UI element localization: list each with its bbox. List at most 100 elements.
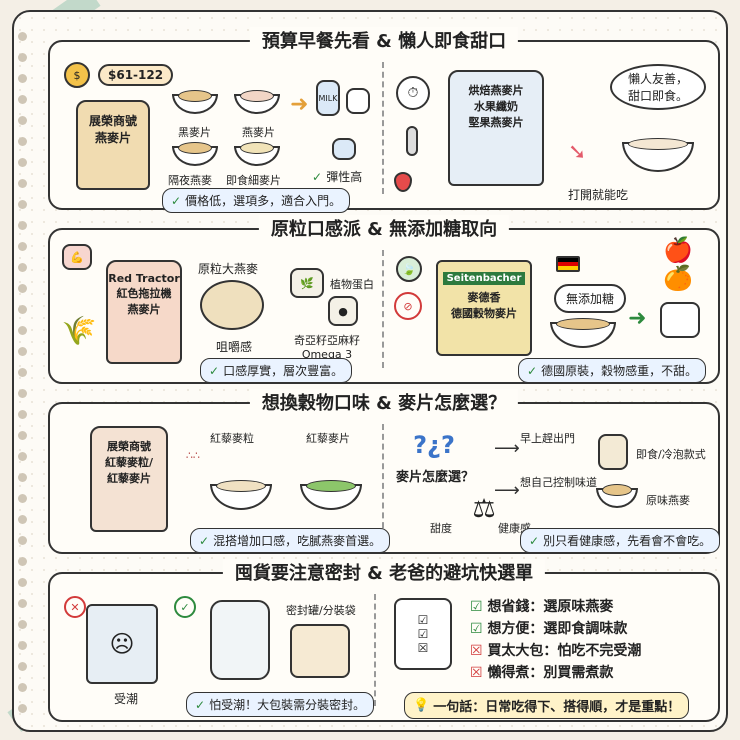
brand-name: Seitenbacher: [442, 272, 526, 285]
arrow-icon: ⟶: [494, 438, 520, 459]
binder-holes: [18, 32, 28, 725]
jar-label: 密封罐/分裝袋: [286, 604, 356, 617]
check-circle-icon: ✓: [174, 596, 196, 618]
open-caption: 打開就能吃: [568, 188, 629, 202]
item-label: 隔夜燕麥: [168, 174, 212, 187]
coin-icon: $: [64, 62, 90, 88]
clock-icon: ⏱: [396, 76, 430, 110]
quinoa-flake-label: 紅藜麥片: [306, 432, 350, 445]
speech-bubble: 懶人友善， 甜口即食。: [610, 64, 706, 110]
scale-left-label: 甜度: [430, 522, 452, 535]
seed-label: 奇亞籽亞麻籽 Omega 3: [294, 334, 360, 361]
seitenbacher-box: Seitenbacher 麥德香 德國穀物麥片: [436, 260, 532, 356]
no-sugar-bubble: 無添加糖: [554, 284, 627, 313]
yogurt-cup-icon: [660, 302, 700, 338]
summary-note: ✓怕受潮！大包裝需分裝密封。: [186, 692, 375, 717]
path-a-result: 即食/冷泡款式: [636, 448, 706, 461]
red-tractor-bag: Red Tractor 紅色拖拉機 燕麥片: [106, 260, 182, 364]
lightbulb-icon: 💡: [413, 698, 430, 713]
section-budget: 預算早餐先看 & 懶人即食甜口 $ $61-122 展榮商號 燕麥片 黑麥片 燕…: [48, 27, 720, 213]
bowl-icon-4: [234, 142, 280, 166]
summary-banner: 💡一句話：日常吃得下、搭得順，才是重點！: [404, 692, 690, 719]
summary-note: ✓價格低，選項多，適合入門。: [162, 188, 351, 213]
chewy-label: 咀嚼感: [216, 340, 253, 354]
scale-icon: ⚖: [472, 494, 496, 524]
cross-icon: ☒: [470, 665, 488, 681]
bowl-icon-3: [172, 142, 218, 166]
section-grain-choice: 想換穀物口味 & 麥片怎麼選？ 展榮商號 紅藜麥粒/ 紅藜麥片 紅藜麥粒 紅藜麥…: [48, 389, 721, 554]
fruit-icon: 🍎🍊: [663, 236, 693, 292]
damp-label: 受潮: [114, 692, 139, 706]
wheat-icon: 🌾: [61, 313, 97, 347]
spoon-icon: [406, 126, 418, 156]
checklist-row: ☑ 想省錢：選原味燕麥: [470, 599, 614, 615]
yogurt-cup-icon: [332, 138, 356, 160]
path-a-label: 早上趕出門: [520, 432, 575, 445]
summary-note: ✓口感厚實，層次豐富。: [200, 358, 353, 383]
clipboard-icon: ☑☑☒: [394, 598, 452, 670]
bowl-icon-2: [234, 90, 280, 114]
arrow-icon: ⟶: [494, 480, 520, 501]
quinoa-grain-label: 紅藜麥粒: [210, 432, 254, 445]
section-title: 想換穀物口味 & 麥片怎麼選？: [249, 389, 519, 415]
question-marks-icon: ?¿?: [413, 431, 455, 459]
check-icon: ☑: [470, 621, 488, 637]
checklist-row: ☑ 想方便：選即食調味款: [470, 621, 628, 637]
arrow-icon: ➘: [568, 140, 587, 165]
jar-icon: [598, 434, 628, 470]
milk-carton-icon: MILK: [316, 80, 340, 116]
cross-icon: ☒: [470, 643, 488, 659]
muesli-bowl-icon: [550, 318, 616, 348]
item-label: 黑麥片: [178, 126, 211, 139]
section-title: 預算早餐先看 & 懶人即食甜口: [249, 27, 519, 53]
check-icon: ✓: [312, 170, 327, 184]
sealed-jar-icon: [210, 600, 270, 680]
price-tag: $61-122: [98, 64, 174, 86]
check-icon: ✓: [195, 697, 206, 712]
section-title: 囤貨要注意密封 & 老爸的避坑快選單: [222, 559, 546, 585]
check-icon: ✓: [527, 363, 538, 378]
damp-bag-icon: ☹: [86, 604, 158, 684]
grain-label: 原粒大燕麥: [198, 262, 259, 276]
cross-icon: ✕: [64, 596, 86, 618]
check-icon: ✓: [199, 533, 210, 548]
oat-bowl-icon: [210, 480, 272, 510]
section-storage: 囤貨要注意密封 & 老爸的避坑快選單 ✕ ☹ 受潮 ✓ 密封罐/分裝袋 ✓怕受潮…: [48, 559, 720, 722]
notebook-page: 預算早餐先看 & 懶人即食甜口 $ $61-122 展榮商號 燕麥片 黑麥片 燕…: [12, 10, 728, 732]
section-whole-grain: 原粒口感派 & 無添加糖取向 💪 🌾 Red Tractor 紅色拖拉機 燕麥片…: [48, 215, 720, 384]
check-icon: ✓: [529, 533, 540, 548]
seed-pack-icon: ●: [328, 296, 358, 326]
check-icon: ☑: [470, 599, 488, 615]
ziplock-bag-icon: [290, 624, 350, 678]
summary-note: ✓混搭增加口感，吃膩燕麥首選。: [190, 528, 391, 553]
protein-label: 植物蛋白: [330, 278, 374, 291]
item-label: 即食細麥片: [226, 174, 281, 187]
german-flag-icon: [556, 256, 580, 272]
path-b-result: 原味燕麥: [646, 494, 690, 507]
question-label: 麥片怎麼選？: [396, 470, 475, 485]
salad-bowl-icon: [300, 480, 362, 510]
leaf-icon: 🍃: [396, 256, 422, 282]
yogurt-cup-icon: [346, 88, 370, 114]
badge-text: ✓ 彈性高: [312, 170, 363, 184]
quinoa-dots-icon: ∴∴: [186, 448, 200, 462]
quinoa-bag: 展榮商號 紅藜麥粒/ 紅藜麥片: [90, 426, 168, 532]
checklist-row: ☒ 懶得煮：別買需煮款: [470, 665, 614, 681]
protein-pack-icon: 🌿: [290, 268, 324, 298]
no-sugar-icon: ⊘: [394, 292, 422, 320]
checklist-row: ☒ 買太大包：怕吃不完受潮: [470, 643, 642, 659]
bowl-icon-1: [172, 90, 218, 114]
summary-note: ✓別只看健康感，先看會不會吃。: [520, 528, 721, 553]
section-title: 原粒口感派 & 無添加糖取向: [258, 215, 510, 241]
path-b-label: 想自己控制味道: [520, 476, 597, 489]
strawberry-icon: [394, 172, 412, 192]
granola-bag: 烘焙燕麥片 水果纖奶 堅果燕麥片: [448, 70, 544, 186]
summary-note: ✓德國原裝，穀物感重，不甜。: [518, 358, 707, 383]
check-icon: ✓: [209, 363, 220, 378]
plain-oat-bowl-icon: [596, 484, 638, 508]
muscle-icon: 💪: [62, 244, 92, 270]
item-label: 燕麥片: [242, 126, 275, 139]
oats-pile-icon: [200, 280, 264, 330]
cereal-bowl-icon: [622, 138, 694, 172]
arrow-icon: ➜: [290, 92, 309, 117]
